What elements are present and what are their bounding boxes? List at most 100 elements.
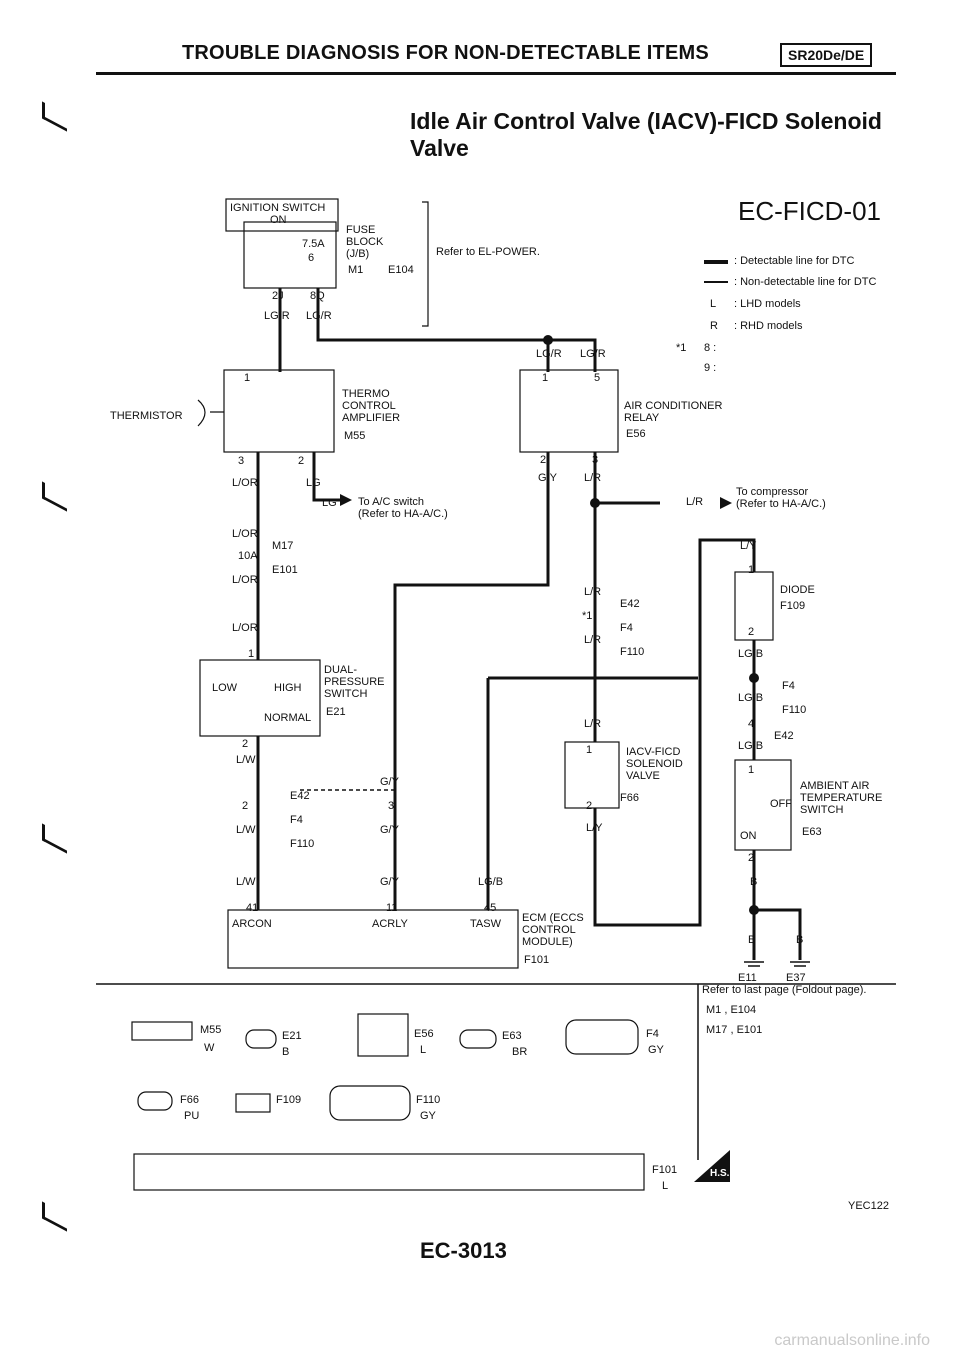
refer-last-page: Refer to last page (Foldout page). xyxy=(702,984,867,996)
wire-lgb: LG/B xyxy=(738,740,764,752)
refer-pair: M17 , E101 xyxy=(706,1024,763,1036)
ecm-label: ECM (ECCS CONTROL MODULE) xyxy=(522,912,584,948)
switch-high: HIGH xyxy=(274,682,302,694)
pin-41: 41 xyxy=(246,902,259,914)
connector-color: L xyxy=(420,1044,427,1056)
connector-view-m55: M55 xyxy=(200,1024,222,1036)
connector-f110: F110 xyxy=(782,704,807,716)
refer-pair: M1 , E104 xyxy=(706,1004,757,1016)
wire-ly: L/Y xyxy=(740,540,757,552)
connector-e104: E104 xyxy=(388,264,414,276)
wire-lw: L/W xyxy=(236,754,256,766)
legend-non-detectable: : Non-detectable line for DTC xyxy=(734,276,877,288)
pin-2: 2 xyxy=(586,800,593,812)
ignition-switch-box xyxy=(225,198,339,232)
pin-8q: 8Q xyxy=(310,290,325,302)
connector-f110: F110 xyxy=(290,838,315,850)
figure-id: EC-FICD-01 xyxy=(738,196,882,226)
switch-normal: NORMAL xyxy=(264,712,312,724)
page-number: EC-3013 xyxy=(420,1238,507,1263)
pin-10a: 10A xyxy=(238,550,258,562)
ecm-arcon: ARCON xyxy=(232,918,272,930)
connector-e63: E63 xyxy=(802,826,822,838)
thermo-amp-box xyxy=(223,369,335,453)
pin-star1: *1 xyxy=(582,610,593,622)
legend-detectable: : Detectable line for DTC xyxy=(734,255,855,267)
pin-5: 5 xyxy=(594,372,601,384)
switch-off: OFF xyxy=(770,798,792,810)
to-compressor: To compressor xyxy=(736,486,809,498)
connector-e42: E42 xyxy=(290,790,310,802)
legend-note-star: *1 xyxy=(676,342,687,354)
wire-lor: L/OR xyxy=(232,477,258,489)
header-rule xyxy=(96,72,896,75)
el-power-bracket xyxy=(422,201,429,327)
connector-f110: F110 xyxy=(620,646,645,658)
connector-view-f66: F66 xyxy=(180,1094,199,1106)
hs-badge: H.S. xyxy=(692,1148,732,1184)
ambient-switch-label: AMBIENT AIR TEMPERATURE SWITCH xyxy=(800,780,883,816)
pin-11: 11 xyxy=(386,902,398,914)
connector-view-f109: F109 xyxy=(276,1094,302,1106)
connector-view-e63: E63 xyxy=(502,1030,522,1042)
connector-e56: E56 xyxy=(626,428,646,440)
wire-lor: L/OR xyxy=(232,622,258,634)
connector-f4: F4 xyxy=(290,814,303,826)
switch-low: LOW xyxy=(212,682,238,694)
thermistor-label: THERMISTOR xyxy=(110,410,183,422)
connector-view-f101: F101 xyxy=(652,1164,678,1176)
pin-2: 2 xyxy=(540,454,547,466)
ac-relay-label: AIR CONDITIONER RELAY xyxy=(624,400,723,424)
wire-gy: G/Y xyxy=(380,776,399,788)
wire-lr: L/R xyxy=(584,472,602,484)
pin-2j: 2J xyxy=(272,290,284,302)
ambient-switch-box xyxy=(734,759,792,851)
pin-3: 3 xyxy=(592,454,599,466)
pin-1: 1 xyxy=(248,648,255,660)
connector-m1: M1 xyxy=(348,264,364,276)
legend-l-marker: L xyxy=(710,298,717,310)
ac-relay-box xyxy=(519,369,619,453)
wire-b: B xyxy=(748,934,756,946)
engine-code-badge: SR20De/DE xyxy=(780,43,873,67)
connector-e42: E42 xyxy=(620,598,640,610)
connector-color: GY xyxy=(420,1110,436,1122)
dual-pressure-box xyxy=(199,659,321,737)
pin-1: 1 xyxy=(244,372,251,384)
wire-lgr: LG/R xyxy=(536,348,562,360)
wire-lgb: LG/B xyxy=(738,648,764,660)
connector-m55: M55 xyxy=(344,430,366,442)
wire-ly: L/Y xyxy=(586,822,603,834)
pin-2: 2 xyxy=(242,738,249,750)
pin-1: 1 xyxy=(542,372,549,384)
ground-e11: E11 xyxy=(738,972,757,984)
connector-view-f4: F4 xyxy=(646,1028,659,1040)
pin-45: 45 xyxy=(484,902,497,914)
switch-on: ON xyxy=(740,830,757,842)
wire-lgr: LG/R xyxy=(580,348,606,360)
connector-f66: F66 xyxy=(620,792,639,804)
pin-2: 2 xyxy=(748,626,755,638)
ecm-box xyxy=(227,909,519,969)
ground-e37: E37 xyxy=(786,972,806,984)
pin-1: 1 xyxy=(586,744,593,756)
wire-lgr: LG/R xyxy=(306,310,332,322)
wire-b: B xyxy=(796,934,804,946)
wire-lg: LG xyxy=(322,497,337,509)
ecm-tasw: TASW xyxy=(470,918,501,930)
legend-rhd: : RHD models xyxy=(734,320,803,332)
wire-gy: G/Y xyxy=(380,824,399,836)
connector-f4: F4 xyxy=(782,680,795,692)
section-title: Idle Air Control Valve (IACV)-FICD Solen… xyxy=(410,108,882,161)
connector-color: W xyxy=(204,1042,215,1054)
pin-4: 4 xyxy=(748,718,755,730)
connector-f101: F101 xyxy=(524,954,550,966)
connector-e42: E42 xyxy=(774,730,794,742)
fuse-block-box xyxy=(243,221,337,289)
connector-color: GY xyxy=(648,1044,664,1056)
wire-gy: G/Y xyxy=(538,472,557,484)
legend-lhd: : LHD models xyxy=(734,298,801,310)
legend-note-8: 8 : xyxy=(704,342,717,354)
legend-note-9: 9 : xyxy=(704,362,717,374)
